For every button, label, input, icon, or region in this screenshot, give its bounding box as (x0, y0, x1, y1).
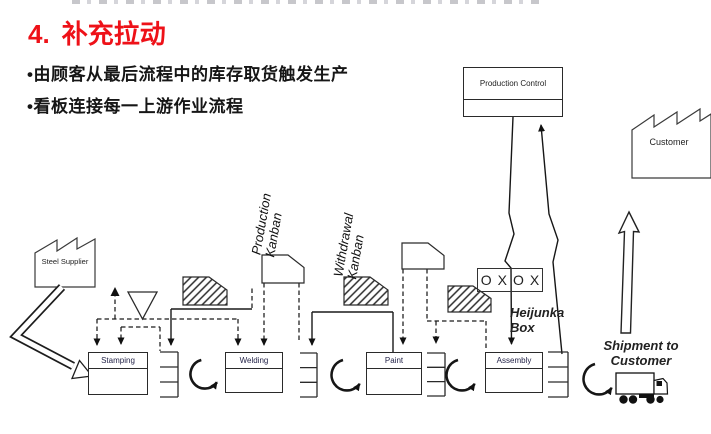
steel-supplier-label: Steel Supplier (41, 257, 89, 266)
process-box-stamping: Stamping (88, 352, 148, 395)
heijunka-box-icon: OXOX (477, 268, 543, 292)
withdrawal-kanban-cards (182, 276, 492, 313)
material-flow-arrow (9, 284, 94, 380)
arrow-up-to-supplier (110, 287, 120, 296)
bullet-line: •看板连接每一上游作业流程 (27, 97, 244, 116)
process-label: Stamping (89, 353, 147, 369)
steel-supplier-factory-icon (34, 236, 96, 288)
heijunka-box-label: Heijunka Box (510, 305, 565, 335)
process-box-paint: Paint (366, 352, 422, 395)
shipment-label: Shipment to Customer (603, 338, 679, 368)
production-kanban-cards (261, 242, 445, 284)
bullet-line: •由顾客从最后流程中的库存取货触发生产 (27, 65, 349, 84)
info-flow-lines (504, 116, 563, 355)
title-text: 补充拉动 (61, 19, 166, 49)
inventory-triangle-icon (126, 291, 159, 321)
production-control-label: Production Control (464, 68, 562, 100)
process-label: Paint (367, 353, 421, 369)
process-label: Assembly (486, 353, 542, 369)
customer-label: Customer (649, 137, 689, 147)
shipment-up-arrow (617, 210, 641, 334)
kanban-dashed-lines (93, 269, 487, 351)
withdrawal-loop-arrows (189, 358, 613, 396)
kanban-solid-rails (167, 308, 394, 352)
process-label: Welding (226, 353, 282, 369)
production-control-box: Production Control (463, 67, 563, 117)
process-box-assembly: Assembly (485, 352, 543, 393)
title-number: 4. (28, 19, 50, 49)
page-title: 4. 补充拉动 (28, 14, 166, 51)
truck-icon (615, 372, 669, 404)
supermarket-rack-icons (160, 351, 569, 398)
process-box-welding: Welding (225, 352, 283, 393)
customer-factory-icon (631, 107, 711, 179)
cropped-text-remnant (72, 0, 542, 4)
